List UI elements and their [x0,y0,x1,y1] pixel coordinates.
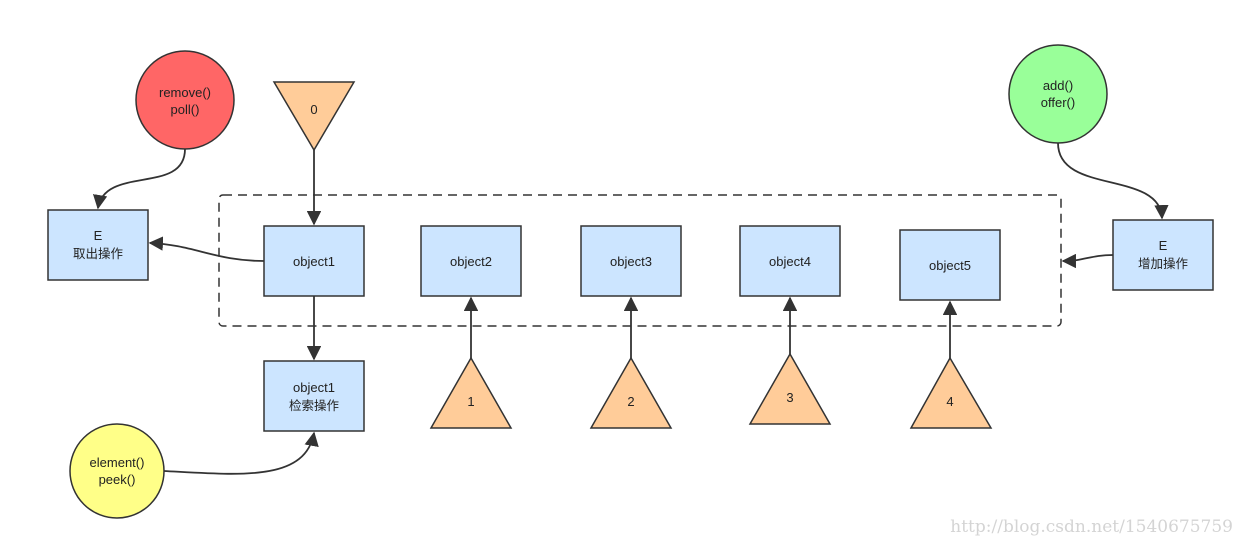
remove-box-line-1: E [94,228,103,243]
remove-poll-circle: remove() poll() [135,50,235,150]
add-box-line-1: E [1159,238,1168,253]
object-box-1: object1 [263,225,365,297]
element-box-line-1: object1 [293,380,335,395]
element-method-2: peek() [99,472,136,487]
add-input-box: E 增加操作 [1112,219,1214,291]
remove-method-2: poll() [171,102,200,117]
element-result-box: object1 检索操作 [263,360,365,432]
add-method-2: offer() [1041,95,1075,110]
element-method-1: element() [90,455,145,470]
add-box-line-2: 增加操作 [1138,256,1189,271]
object-box-4: object4 [739,225,841,297]
object-label-2: object2 [450,254,492,269]
arrow-element-circle-to-box [163,431,319,475]
add-offer-circle: add() offer() [1008,44,1108,144]
index-label-4: 4 [946,394,953,409]
element-peek-circle: element() peek() [69,423,165,519]
object-box-5: object5 [899,229,1001,301]
index-label-1: 1 [467,394,474,409]
remove-box-line-2: 取出操作 [73,246,124,261]
head-pointer-label: 0 [310,102,317,117]
object-label-4: object4 [769,254,811,269]
watermark: http://blog.csdn.net/1540675759 [950,517,1233,537]
object-label-5: object5 [929,258,971,273]
arrow-remove-circle-to-box [93,148,186,210]
remove-result-box: E 取出操作 [47,209,149,281]
index-triangle-2: 2 [589,356,673,429]
object-box-3: object3 [580,225,682,297]
head-pointer-triangle: 0 [272,81,356,152]
remove-method-1: remove() [159,85,211,100]
arrow-add-box-to-queue [1061,253,1114,269]
element-box-line-2: 检索操作 [289,398,340,413]
add-method-1: add() [1043,78,1073,93]
object-label-3: object3 [610,254,652,269]
index-triangle-1: 1 [429,356,513,429]
arrow-add-circle-to-box [1057,142,1169,220]
index-label-2: 2 [627,394,634,409]
object-label-1: object1 [293,254,335,269]
index-triangle-3: 3 [748,352,832,425]
index-label-3: 3 [786,390,793,405]
object-box-2: object2 [420,225,522,297]
queue-container [218,194,1062,327]
index-triangle-4: 4 [909,356,993,429]
arrow-object1-to-remove-box [148,236,265,262]
